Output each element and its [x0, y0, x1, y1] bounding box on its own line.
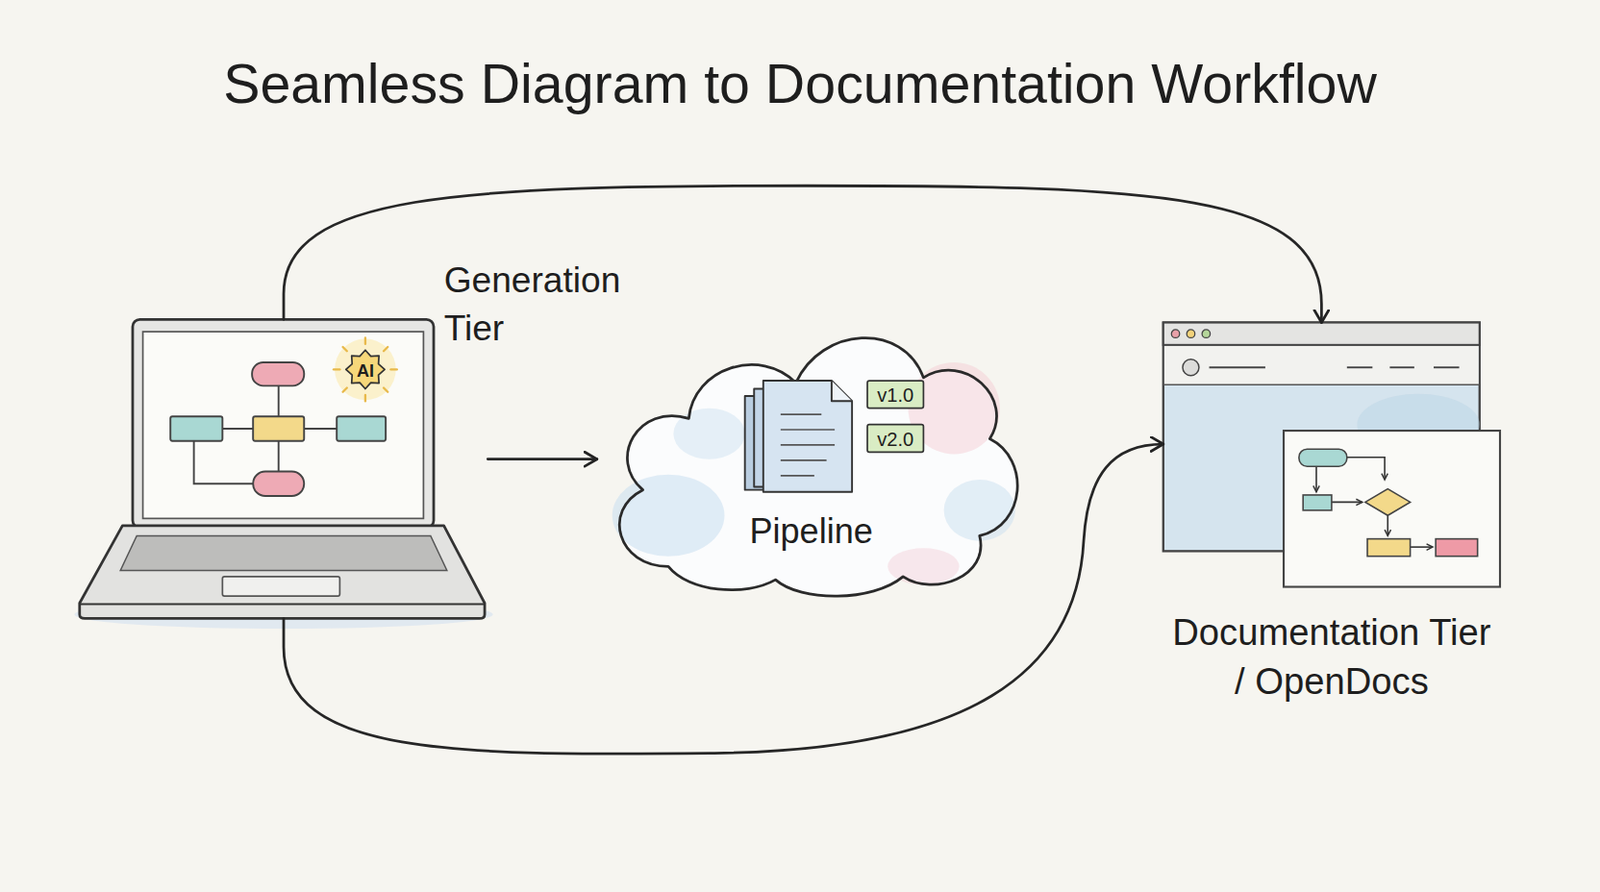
flow-connector: [487, 457, 598, 461]
badge-label: AI: [324, 361, 406, 379]
laptop-display: [143, 331, 425, 519]
node-title: Pipeline: [597, 508, 1026, 554]
flow-connector: [283, 185, 1322, 323]
address-line: [1389, 366, 1414, 369]
browser-node: Documentation Tier / OpenDocs: [1163, 323, 1500, 588]
laptop-node: Generation Tier: [79, 319, 488, 619]
address-line: [1209, 366, 1266, 369]
cloud-node: Pipeline: [597, 306, 1026, 599]
node-title: Documentation Tier / OpenDocs: [1167, 608, 1497, 707]
address-line: [1347, 366, 1374, 369]
browser-shape: [1163, 323, 1500, 588]
browser-toolbar: [1164, 346, 1479, 385]
version-label: v1.0: [854, 385, 937, 405]
address-lines: [1209, 366, 1460, 369]
cloud-fill: [619, 338, 1018, 598]
laptop-keyboard: [120, 535, 448, 571]
laptop-shape: [79, 319, 488, 619]
wash: [944, 479, 1016, 542]
browser-divider: [1163, 384, 1480, 386]
window-dot: [1171, 329, 1179, 338]
browser-icon: [1182, 359, 1200, 376]
browser-titlebar: [1163, 323, 1480, 346]
browser-panel: [1283, 430, 1500, 587]
version-label: v2.0: [854, 428, 937, 449]
window-dot: [1186, 329, 1195, 338]
node-title: Generation Tier: [444, 254, 639, 351]
cloud-shape: [597, 306, 1026, 599]
window-dot: [1201, 329, 1210, 338]
cloud-outline: [619, 338, 1018, 598]
laptop-edge: [79, 603, 485, 606]
diagram-title: Seamless Diagram to Documentation Workfl…: [0, 50, 1600, 118]
wash: [612, 475, 725, 557]
laptop-screen-frame: [132, 319, 434, 528]
laptop-base: [79, 525, 485, 620]
laptop-trackpad: [222, 576, 340, 597]
address-line: [1433, 366, 1460, 369]
